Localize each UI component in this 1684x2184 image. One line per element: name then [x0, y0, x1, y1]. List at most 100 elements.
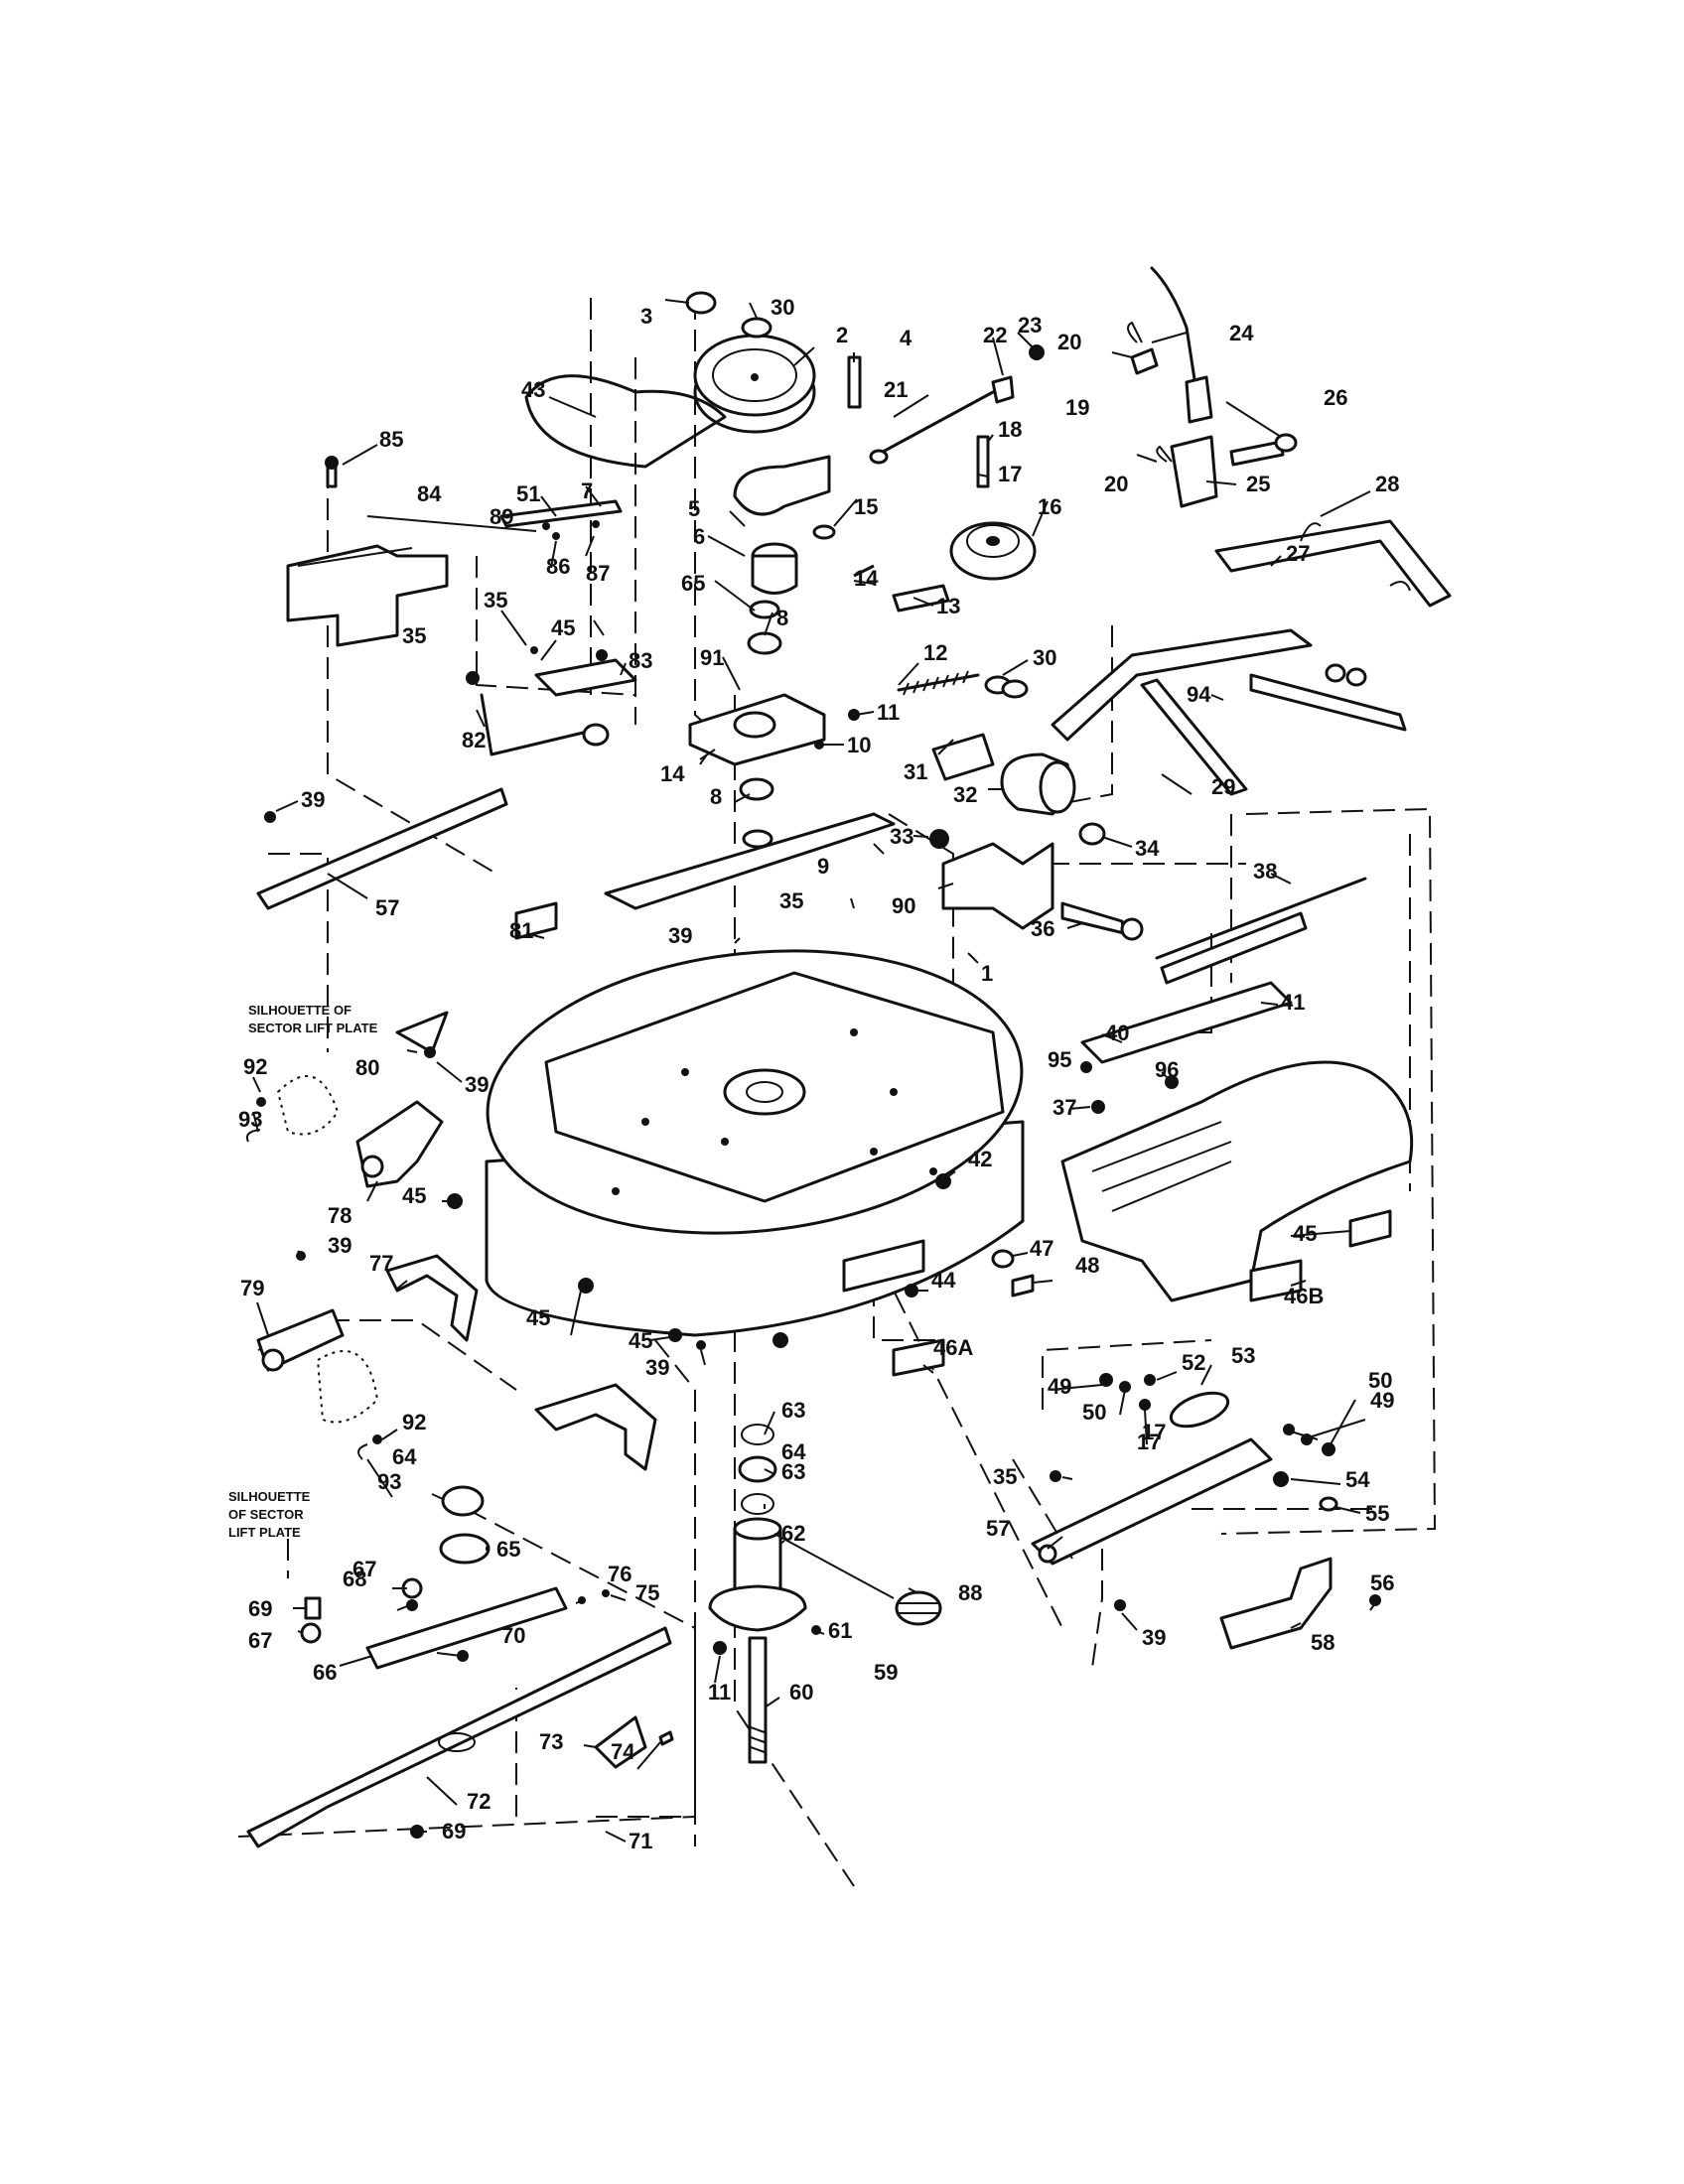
note-line: LIFT PLATE — [228, 1525, 301, 1540]
callout: 90 — [892, 893, 915, 918]
bolt-39-lower — [696, 1340, 706, 1350]
blade-adapter-66 — [365, 1586, 568, 1670]
callout: 34 — [1135, 836, 1160, 861]
callout: 26 — [1324, 385, 1347, 410]
callout: 79 — [240, 1276, 264, 1300]
plate-53 — [1169, 1391, 1230, 1429]
nut-45-right — [772, 1332, 788, 1348]
callout: 23 — [1018, 313, 1042, 338]
callout: 69 — [248, 1596, 272, 1621]
callout: 30 — [771, 295, 794, 320]
bracket-83 — [534, 658, 637, 697]
callout: 82 — [462, 728, 486, 752]
callout: 80 — [355, 1055, 379, 1080]
pin-14 — [853, 564, 875, 578]
callout: 48 — [1075, 1253, 1099, 1278]
callout: 14 — [854, 566, 879, 591]
note-line: SILHOUETTE — [228, 1489, 311, 1504]
washer-30-top — [741, 317, 772, 339]
callout: 35 — [402, 623, 426, 648]
mower-blade-72 — [246, 1626, 672, 1848]
callout: 67 — [248, 1628, 272, 1653]
decal-81 — [514, 901, 558, 940]
callout: 40 — [1105, 1021, 1129, 1045]
callout: 13 — [936, 594, 960, 618]
bearing-8-top — [747, 631, 782, 655]
callout: 85 — [379, 427, 403, 452]
bolt-74 — [658, 1730, 674, 1746]
drive-belt-43 — [524, 374, 727, 469]
rail-57-right — [1031, 1437, 1273, 1566]
clip-20-top — [1127, 321, 1143, 343]
nut-49-right — [1322, 1442, 1335, 1456]
nut-68 — [406, 1599, 418, 1611]
silhouette-note-bottom: SILHOUETTE OF SECTOR LIFT PLATE — [228, 1489, 311, 1540]
lift-shaft-29 — [1051, 628, 1313, 742]
callout: 55 — [1365, 1501, 1389, 1526]
callout: 45 — [551, 615, 575, 640]
bolt-69-top — [304, 1596, 322, 1620]
idler-pulley-16 — [949, 521, 1037, 581]
callout: 16 — [1038, 494, 1061, 519]
clip-92-top — [256, 1097, 266, 1107]
callout: 44 — [931, 1268, 956, 1293]
callout: 75 — [635, 1580, 659, 1605]
callout: 10 — [847, 733, 871, 757]
callout: 27 — [1286, 541, 1310, 566]
wing-nut-48 — [1011, 1274, 1035, 1297]
callout: 31 — [904, 759, 927, 784]
callout: 62 — [781, 1521, 805, 1546]
callout: 39 — [301, 787, 325, 812]
note-line: SILHOUETTE OF — [248, 1003, 351, 1018]
nut-45-left — [447, 1193, 463, 1209]
callout: 93 — [377, 1469, 401, 1494]
clip-20-lower — [1156, 445, 1173, 463]
idler-arm-5 — [733, 455, 831, 516]
callout: 20 — [1104, 472, 1128, 496]
callout: 77 — [369, 1251, 393, 1276]
callout: 53 — [1231, 1343, 1255, 1368]
callout: 17 — [1142, 1420, 1166, 1444]
bracket-77-left — [385, 1254, 479, 1342]
callout: 52 — [1182, 1350, 1205, 1375]
nut-23 — [1029, 344, 1045, 360]
silhouette-note-top: SILHOUETTE OF SECTOR LIFT PLATE — [248, 1003, 378, 1035]
callout: 8 — [776, 606, 788, 630]
callout: 5 — [688, 496, 700, 521]
callout: 57 — [375, 895, 399, 920]
callout: 58 — [1311, 1630, 1334, 1655]
bolt-10 — [814, 740, 824, 750]
callout: 51 — [516, 481, 540, 506]
bracket-77-center — [534, 1383, 657, 1471]
bolt-18 — [976, 435, 990, 488]
callout: 57 — [986, 1516, 1010, 1541]
callout: 7 — [581, 478, 593, 503]
washer-94-b — [1345, 667, 1367, 687]
callout: 93 — [238, 1107, 262, 1132]
bolt-4 — [847, 355, 862, 409]
callout: 37 — [1052, 1095, 1076, 1120]
part-callouts: 3 30 2 4 22 23 24 20 19 26 18 21 17 20 2… — [238, 295, 1399, 1853]
leader-lines — [252, 299, 1376, 1843]
callout: 42 — [968, 1147, 992, 1171]
callout: 46A — [933, 1335, 973, 1360]
bolt-34 — [1078, 822, 1106, 846]
bracket-19 — [1130, 347, 1159, 375]
spindle-assembly-59 — [708, 1424, 821, 1764]
callout: 39 — [465, 1072, 489, 1097]
clip-28-right — [1389, 581, 1411, 592]
hub-64 — [441, 1485, 485, 1517]
decal-46B — [1249, 1259, 1303, 1302]
callout: 92 — [243, 1054, 267, 1079]
callout: 83 — [629, 648, 652, 673]
nut-86 — [552, 532, 560, 540]
plate-7 — [499, 499, 623, 528]
pin-93-bottom — [357, 1443, 368, 1460]
nut-11 — [848, 709, 860, 721]
callout: 63 — [781, 1398, 805, 1423]
nut-49-left — [1099, 1373, 1113, 1387]
callout: 95 — [1048, 1047, 1071, 1072]
washer-15 — [812, 524, 836, 540]
rail-57-left — [256, 787, 508, 910]
callout: 35 — [779, 888, 803, 913]
